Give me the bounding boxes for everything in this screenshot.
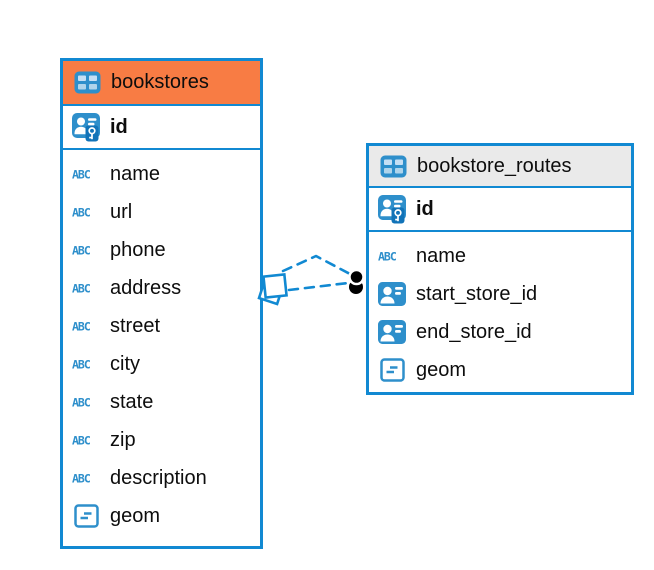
reference-column-icon — [377, 282, 407, 306]
column-row[interactable]: ABC phone — [63, 231, 260, 269]
column-row[interactable]: geom — [63, 497, 260, 535]
text-column-icon: ABC — [71, 205, 101, 220]
column-name: description — [110, 466, 207, 489]
column-row[interactable]: ABC address — [63, 269, 260, 307]
text-column-icon: ABC — [71, 243, 101, 258]
column-row[interactable]: ABC name — [369, 237, 631, 275]
column-name: address — [110, 276, 182, 299]
column-row[interactable]: ABC street — [63, 307, 260, 345]
column-name: geom — [110, 504, 161, 527]
table-icon — [378, 155, 408, 178]
table-bookstore-routes-header[interactable]: bookstore_routes — [369, 146, 631, 188]
svg-text:ABC: ABC — [72, 320, 91, 334]
column-name: url — [110, 200, 133, 223]
svg-text:ABC: ABC — [72, 206, 91, 220]
column-row[interactable]: ABC name — [63, 155, 260, 193]
column-list: ABC name start_store_id end_store_id geo… — [369, 232, 631, 394]
table-bookstores[interactable]: bookstores id ABC name ABC url ABC p — [60, 58, 263, 549]
column-row[interactable]: ABC description — [63, 459, 260, 497]
relationship-line-upper[interactable] — [281, 254, 352, 276]
primary-key-row[interactable]: id — [63, 106, 260, 150]
svg-text:ABC: ABC — [72, 244, 91, 258]
svg-text:ABC: ABC — [72, 358, 91, 372]
column-name: geom — [416, 358, 467, 381]
column-name: street — [110, 314, 161, 337]
text-column-icon: ABC — [377, 249, 407, 264]
column-row[interactable]: end_store_id — [369, 313, 631, 351]
primary-key-name: id — [416, 197, 434, 220]
primary-key-icon — [377, 194, 407, 224]
column-row[interactable]: geom — [369, 351, 631, 389]
relationship-line-lower[interactable] — [287, 281, 350, 292]
column-row[interactable]: ABC url — [63, 193, 260, 231]
reference-column-icon — [377, 320, 407, 344]
column-row[interactable]: ABC zip — [63, 421, 260, 459]
svg-text:ABC: ABC — [72, 434, 91, 448]
column-name: city — [110, 352, 140, 375]
primary-key-row[interactable]: id — [369, 188, 631, 232]
svg-text:ABC: ABC — [72, 168, 91, 182]
svg-text:ABC: ABC — [72, 396, 91, 410]
diamond-endpoint[interactable] — [257, 273, 288, 306]
text-column-icon: ABC — [71, 281, 101, 296]
text-column-icon: ABC — [71, 319, 101, 334]
circle-endpoint[interactable] — [348, 268, 365, 294]
column-name: phone — [110, 238, 166, 261]
svg-text:ABC: ABC — [72, 282, 91, 296]
column-name: start_store_id — [416, 282, 538, 305]
text-column-icon: ABC — [71, 471, 101, 486]
svg-text:ABC: ABC — [378, 250, 397, 264]
table-bookstore-routes[interactable]: bookstore_routes id ABC name start_store… — [366, 143, 634, 395]
table-icon — [72, 71, 102, 94]
table-title: bookstore_routes — [417, 154, 572, 177]
text-column-icon: ABC — [71, 433, 101, 448]
table-bookstores-header[interactable]: bookstores — [63, 61, 260, 106]
column-name: name — [110, 162, 161, 185]
primary-key-name: id — [110, 115, 128, 138]
column-name: state — [110, 390, 154, 413]
column-name: name — [416, 244, 467, 267]
text-column-icon: ABC — [71, 167, 101, 182]
column-list: ABC name ABC url ABC phone ABC address — [63, 150, 260, 540]
column-name: zip — [110, 428, 136, 451]
column-row[interactable]: ABC state — [63, 383, 260, 421]
column-name: end_store_id — [416, 320, 532, 343]
column-row[interactable]: start_store_id — [369, 275, 631, 313]
table-title: bookstores — [111, 71, 209, 93]
primary-key-icon — [71, 112, 101, 142]
geometry-column-icon — [377, 358, 407, 382]
svg-text:ABC: ABC — [72, 472, 91, 486]
geometry-column-icon — [71, 504, 101, 528]
text-column-icon: ABC — [71, 357, 101, 372]
text-column-icon: ABC — [71, 395, 101, 410]
column-row[interactable]: ABC city — [63, 345, 260, 383]
